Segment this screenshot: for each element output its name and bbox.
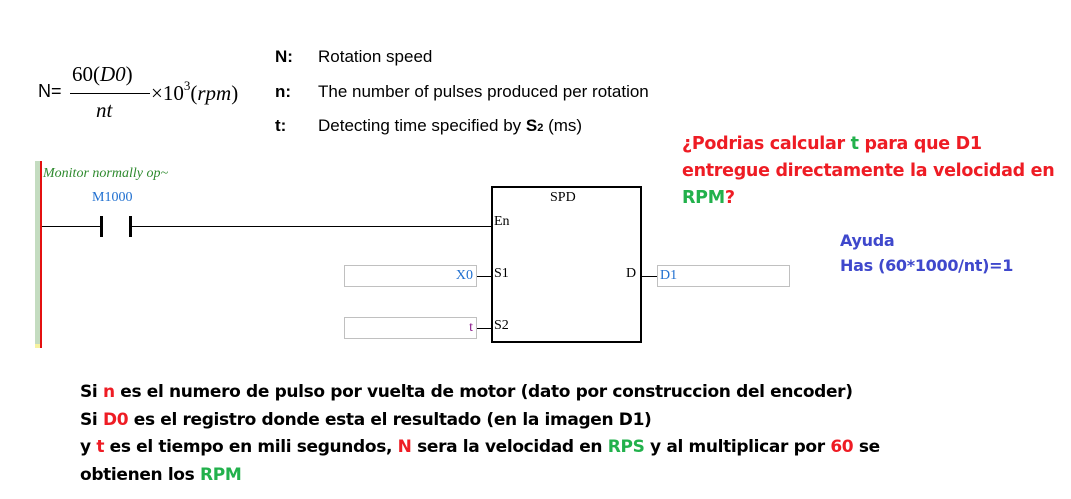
legend-text: Rotation speed	[318, 47, 433, 66]
explanation-line-1: Si n es el numero de pulso por vuelta de…	[80, 382, 853, 402]
help-hint: Has (60*1000/nt)=1	[840, 256, 1014, 275]
rung-selection-bar[interactable]	[35, 161, 40, 346]
explanation-line-4: obtienen los RPM	[80, 464, 242, 485]
legend-symbol: N:	[275, 47, 293, 66]
left-power-rail	[40, 161, 42, 348]
pin-s1-label: S1	[494, 266, 509, 281]
rung-comment[interactable]: Monitor normally op~	[43, 166, 169, 181]
s1-operand-field[interactable]: X0	[344, 265, 477, 287]
question-line-1: ¿Podrias calcular t para que D1	[682, 134, 982, 154]
explanation-line-2: Si D0 es el registro donde esta el resul…	[80, 409, 652, 430]
rung-marker	[35, 344, 40, 348]
d-operand-field[interactable]: D1	[657, 265, 790, 287]
question-line-3: RPM?	[682, 188, 735, 208]
wire-contact-to-en	[132, 226, 492, 227]
help-annotation: Ayuda Has (60*1000/nt)=1	[840, 228, 1013, 278]
legend-text: Detecting time specified by S2 (ms)	[318, 116, 583, 135]
instruction-name: SPD	[550, 190, 576, 205]
legend-text: The number of pulses produced per rotati…	[318, 82, 649, 101]
spd-instruction-block[interactable]	[491, 186, 642, 343]
contact-right-bar[interactable]	[129, 216, 132, 237]
formula-multiplier: ×103(rpm)	[151, 78, 239, 105]
question-line-2: entregue directamente la velocidad en	[682, 161, 1055, 181]
contact-device-label: M1000	[92, 190, 133, 205]
question-annotation: ¿Podrias calcular t para que D1 entregue…	[682, 131, 1071, 212]
legend-symbol: n:	[275, 82, 292, 101]
fraction-bar	[70, 93, 150, 94]
wire-rail-to-contact	[42, 226, 101, 227]
contact-left-bar[interactable]	[100, 216, 103, 237]
wire-s2	[477, 328, 491, 329]
explanation-line-3: y t es el tiempo en mili segundos, N ser…	[80, 437, 880, 457]
speed-formula: N= 60(D0) nt ×103(rpm)	[38, 60, 268, 130]
pin-d-label: D	[626, 266, 637, 281]
legend-symbol: t:	[275, 116, 287, 135]
wire-s1	[477, 276, 491, 277]
formula-denominator: nt	[96, 98, 113, 122]
explanation-text: Si n es el numero de pulso por vuelta de…	[80, 379, 1070, 489]
formula-numerator: 60(D0)	[72, 62, 133, 86]
help-title: Ayuda	[840, 231, 895, 250]
formula-lhs: N=	[38, 81, 62, 101]
pin-en-label: En	[494, 214, 510, 229]
wire-d	[640, 276, 657, 277]
s2-operand-field[interactable]: t	[344, 317, 477, 339]
pin-s2-label: S2	[494, 318, 509, 333]
